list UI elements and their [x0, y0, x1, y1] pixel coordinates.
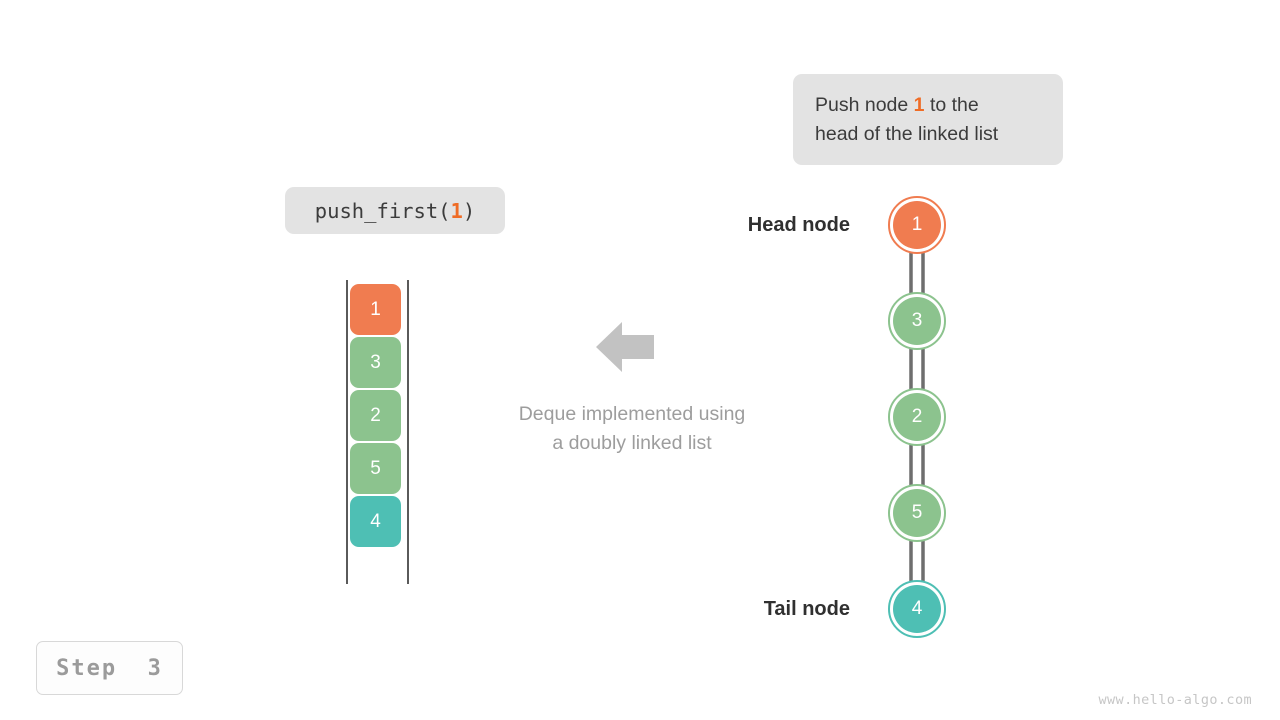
head-node-label: Head node: [747, 214, 850, 236]
array-rail-right: [407, 280, 409, 584]
caption-line1: Deque implemented using: [518, 403, 746, 425]
push-operation-callout-text: Push node 1 to the head of the linked li…: [815, 91, 1041, 149]
operation-name: push_first(: [314, 198, 451, 223]
list-node-value: 2: [893, 393, 941, 441]
array-cell: 1: [350, 284, 401, 335]
list-node-value: 1: [893, 201, 941, 249]
left-arrow-icon: [596, 322, 654, 372]
watermark: www.hello-algo.com: [1098, 692, 1252, 708]
list-node: 2: [888, 388, 946, 446]
tooltip-prefix: Push node: [815, 93, 914, 116]
array-rail-left: [346, 280, 348, 584]
operation-label-text: push_first(1): [315, 199, 475, 223]
list-node: 4: [888, 580, 946, 638]
array-cell: 3: [350, 337, 401, 388]
operation-close-paren: ): [462, 198, 476, 223]
operation-argument: 1: [450, 198, 463, 223]
step-badge-label: Step 3: [56, 655, 163, 681]
push-operation-callout: Push node 1 to the head of the linked li…: [793, 74, 1063, 165]
array-cell: 2: [350, 390, 401, 441]
tooltip-suffix: to the: [924, 93, 979, 116]
tooltip-value: 1: [913, 93, 925, 116]
array-cell: 4: [350, 496, 401, 547]
operation-label-box: push_first(1): [285, 187, 505, 234]
list-node: 5: [888, 484, 946, 542]
tail-node-label: Tail node: [763, 598, 850, 620]
list-node-value: 4: [893, 585, 941, 633]
tooltip-line2: head of the linked list: [815, 122, 999, 145]
doubly-linked-list-view: 1 3 2 5 4: [860, 180, 990, 650]
diagram-caption: Deque implemented using a doubly linked …: [452, 400, 812, 458]
list-node-value: 3: [893, 297, 941, 345]
caption-line2: a doubly linked list: [552, 432, 712, 454]
step-badge: Step 3: [36, 641, 183, 695]
list-node-value: 5: [893, 489, 941, 537]
array-cell: 5: [350, 443, 401, 494]
list-node: 1: [888, 196, 946, 254]
list-node: 3: [888, 292, 946, 350]
